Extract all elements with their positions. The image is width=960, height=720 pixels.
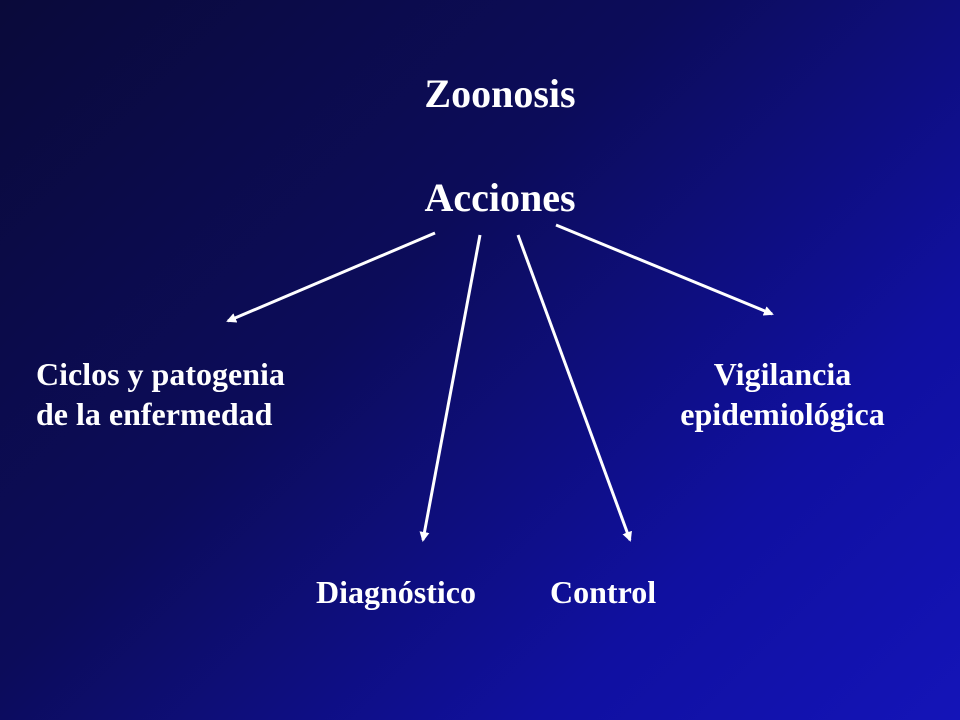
- node-vigilancia-epidemiologica: Vigilancia epidemiológica: [640, 354, 925, 434]
- node-ciclos-line2: de la enfermedad: [36, 396, 273, 432]
- root-node-acciones: Acciones: [424, 175, 576, 220]
- node-ciclos-line1: Ciclos y patogenia: [36, 356, 285, 392]
- node-vigilancia-line1: Vigilancia: [713, 356, 852, 392]
- slide-title: Zoonosis: [424, 71, 576, 116]
- node-vigilancia-line2: epidemiológica: [680, 396, 885, 432]
- arrow-to-control: [516, 234, 632, 542]
- arrow-to-vigilancia: [555, 223, 774, 316]
- arrow-to-ciclos: [226, 231, 436, 323]
- arrow-to-diagnostico: [419, 234, 482, 542]
- node-ciclos-patogenia: Ciclos y patogenia de la enfermedad: [36, 354, 285, 434]
- node-diagnostico: Diagnóstico: [316, 574, 476, 610]
- node-control: Control: [550, 574, 657, 610]
